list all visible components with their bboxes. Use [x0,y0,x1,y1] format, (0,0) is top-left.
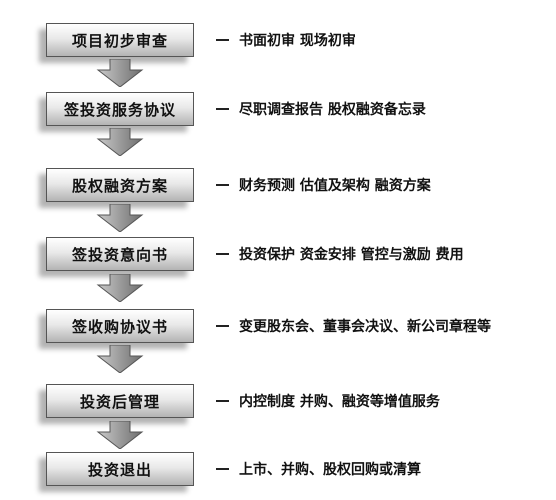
down-arrow-icon [96,421,144,449]
step-description-text: 上市、并购、股权回购或清算 [239,462,421,478]
step-description-text: 尽职调查报告 股权融资备忘录 [239,102,426,118]
step-box-investment-exit: 投资退出 [46,452,194,486]
step-box-acquisition-agreement: 签收购协议书 [46,309,194,343]
dash-connector [216,468,229,470]
down-arrow-icon [96,128,144,156]
step-label: 签收购协议书 [71,317,168,336]
step-description-post-investment-management: 内控制度 并购、融资等增值服务 [216,384,552,418]
dash-connector [216,325,229,327]
step-description-text: 书面初审 现场初审 [239,33,356,49]
step-description-text: 财务预测 估值及架构 融资方案 [239,178,431,194]
step-label: 股权融资方案 [71,176,168,195]
down-arrow-icon [96,204,144,232]
step-description-financing-plan: 财务预测 估值及架构 融资方案 [216,168,552,202]
step-description-text: 投资保护 资金安排 管控与激励 费用 [239,247,464,263]
step-box-service-agreement: 签投资服务协议 [46,92,194,126]
step-label: 签投资服务协议 [63,100,176,119]
step-description-text: 内控制度 并购、融资等增值服务 [239,394,440,410]
down-arrow-icon [96,59,144,87]
dash-connector [216,108,229,110]
step-box-post-investment-management: 投资后管理 [46,384,194,418]
dash-connector [216,39,229,41]
step-description-project-review: 书面初审 现场初审 [216,23,552,57]
step-box-letter-of-intent: 签投资意向书 [46,237,194,271]
step-description-investment-exit: 上市、并购、股权回购或清算 [216,452,552,486]
step-description-acquisition-agreement: 变更股东会、董事会决议、新公司章程等 [216,309,552,343]
step-box-project-review: 项目初步审查 [46,23,194,57]
dash-connector [216,400,229,402]
step-label: 签投资意向书 [71,245,168,264]
step-label: 项目初步审查 [71,31,168,50]
down-arrow-icon [96,345,144,373]
step-description-text: 变更股东会、董事会决议、新公司章程等 [239,319,491,335]
dash-connector [216,253,229,255]
step-description-service-agreement: 尽职调查报告 股权融资备忘录 [216,92,552,126]
down-arrow-icon [96,274,144,302]
step-label: 投资后管理 [79,392,160,411]
dash-connector [216,184,229,186]
step-box-financing-plan: 股权融资方案 [46,168,194,202]
step-label: 投资退出 [87,460,152,479]
step-description-letter-of-intent: 投资保护 资金安排 管控与激励 费用 [216,237,552,271]
